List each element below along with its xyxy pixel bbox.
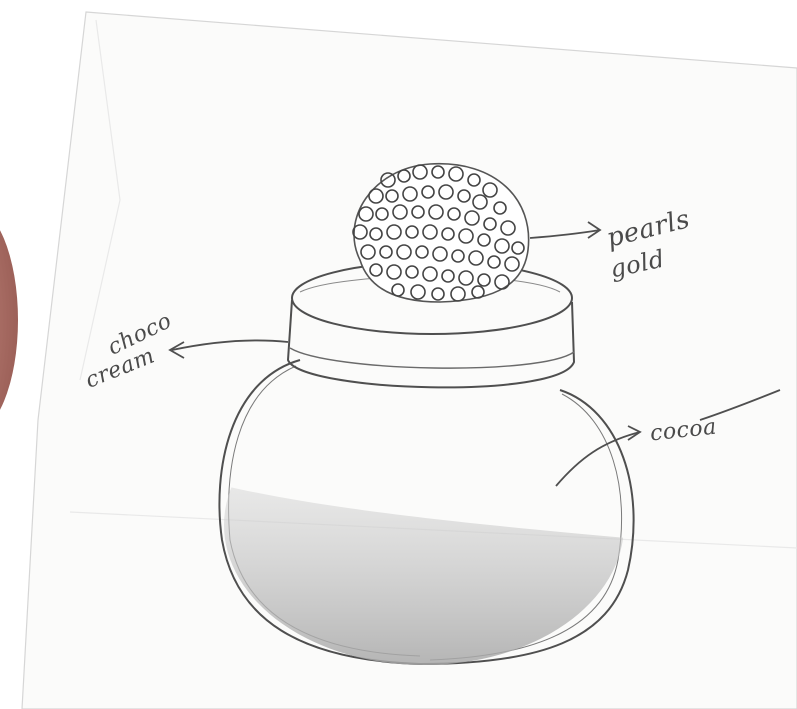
pearls-cluster [353, 164, 529, 302]
cocoa-blob [0, 205, 18, 435]
